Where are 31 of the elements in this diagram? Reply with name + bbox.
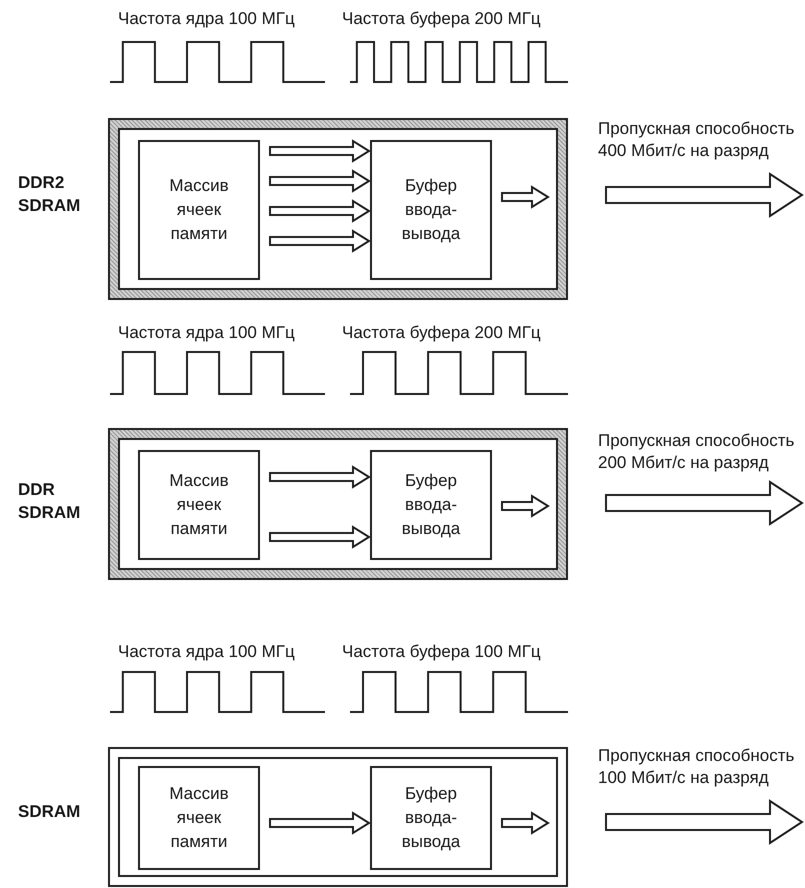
clock-label: Частота буфера 200 МГц: [342, 8, 541, 30]
memory-array-box: Массив ячеек памяти: [138, 450, 260, 560]
clock-label: Частота буфера 200 МГц: [342, 322, 541, 344]
data-flow-arrow: [501, 185, 550, 209]
data-flow-arrow: [269, 525, 371, 549]
data-flow-arrow: [269, 465, 371, 489]
data-flow-arrow: [501, 494, 550, 518]
clock-label: Частота буфера 100 МГц: [342, 641, 541, 663]
module-frame: [108, 747, 568, 887]
bandwidth-label: Пропускная способность 200 Мбит/с на разряд: [598, 430, 796, 474]
data-flow-arrow: [269, 199, 371, 223]
module-frame: [108, 428, 568, 580]
bandwidth-label: Пропускная способность 400 Мбит/с на разряд: [598, 118, 796, 162]
bandwidth-label: Пропускная способность 100 Мбит/с на разряд: [598, 745, 796, 789]
clock-label: Частота ядра 100 МГц: [118, 322, 295, 344]
module-frame: [108, 118, 568, 300]
data-flow-arrow: [501, 811, 550, 835]
io-buffer-box: Буфер ввода-вывода: [370, 450, 492, 560]
data-flow-arrow: [269, 811, 371, 835]
memory-array-box: Массив ячеек памяти: [138, 766, 260, 870]
data-flow-arrow: [269, 139, 371, 163]
clock-label: Частота ядра 100 МГц: [118, 8, 295, 30]
data-flow-arrow: [269, 169, 371, 193]
io-buffer-box: Буфер ввода-вывода: [370, 766, 492, 870]
module-name: SDRAM: [18, 801, 82, 823]
clock-label: Частота ядра 100 МГц: [118, 641, 295, 663]
io-buffer-box: Буфер ввода-вывода: [370, 140, 492, 280]
module-name: DDR SDRAM: [18, 479, 82, 524]
memory-array-box: Массив ячеек памяти: [138, 140, 260, 280]
data-flow-arrow: [269, 229, 371, 253]
module-name: DDR2 SDRAM: [18, 172, 82, 217]
